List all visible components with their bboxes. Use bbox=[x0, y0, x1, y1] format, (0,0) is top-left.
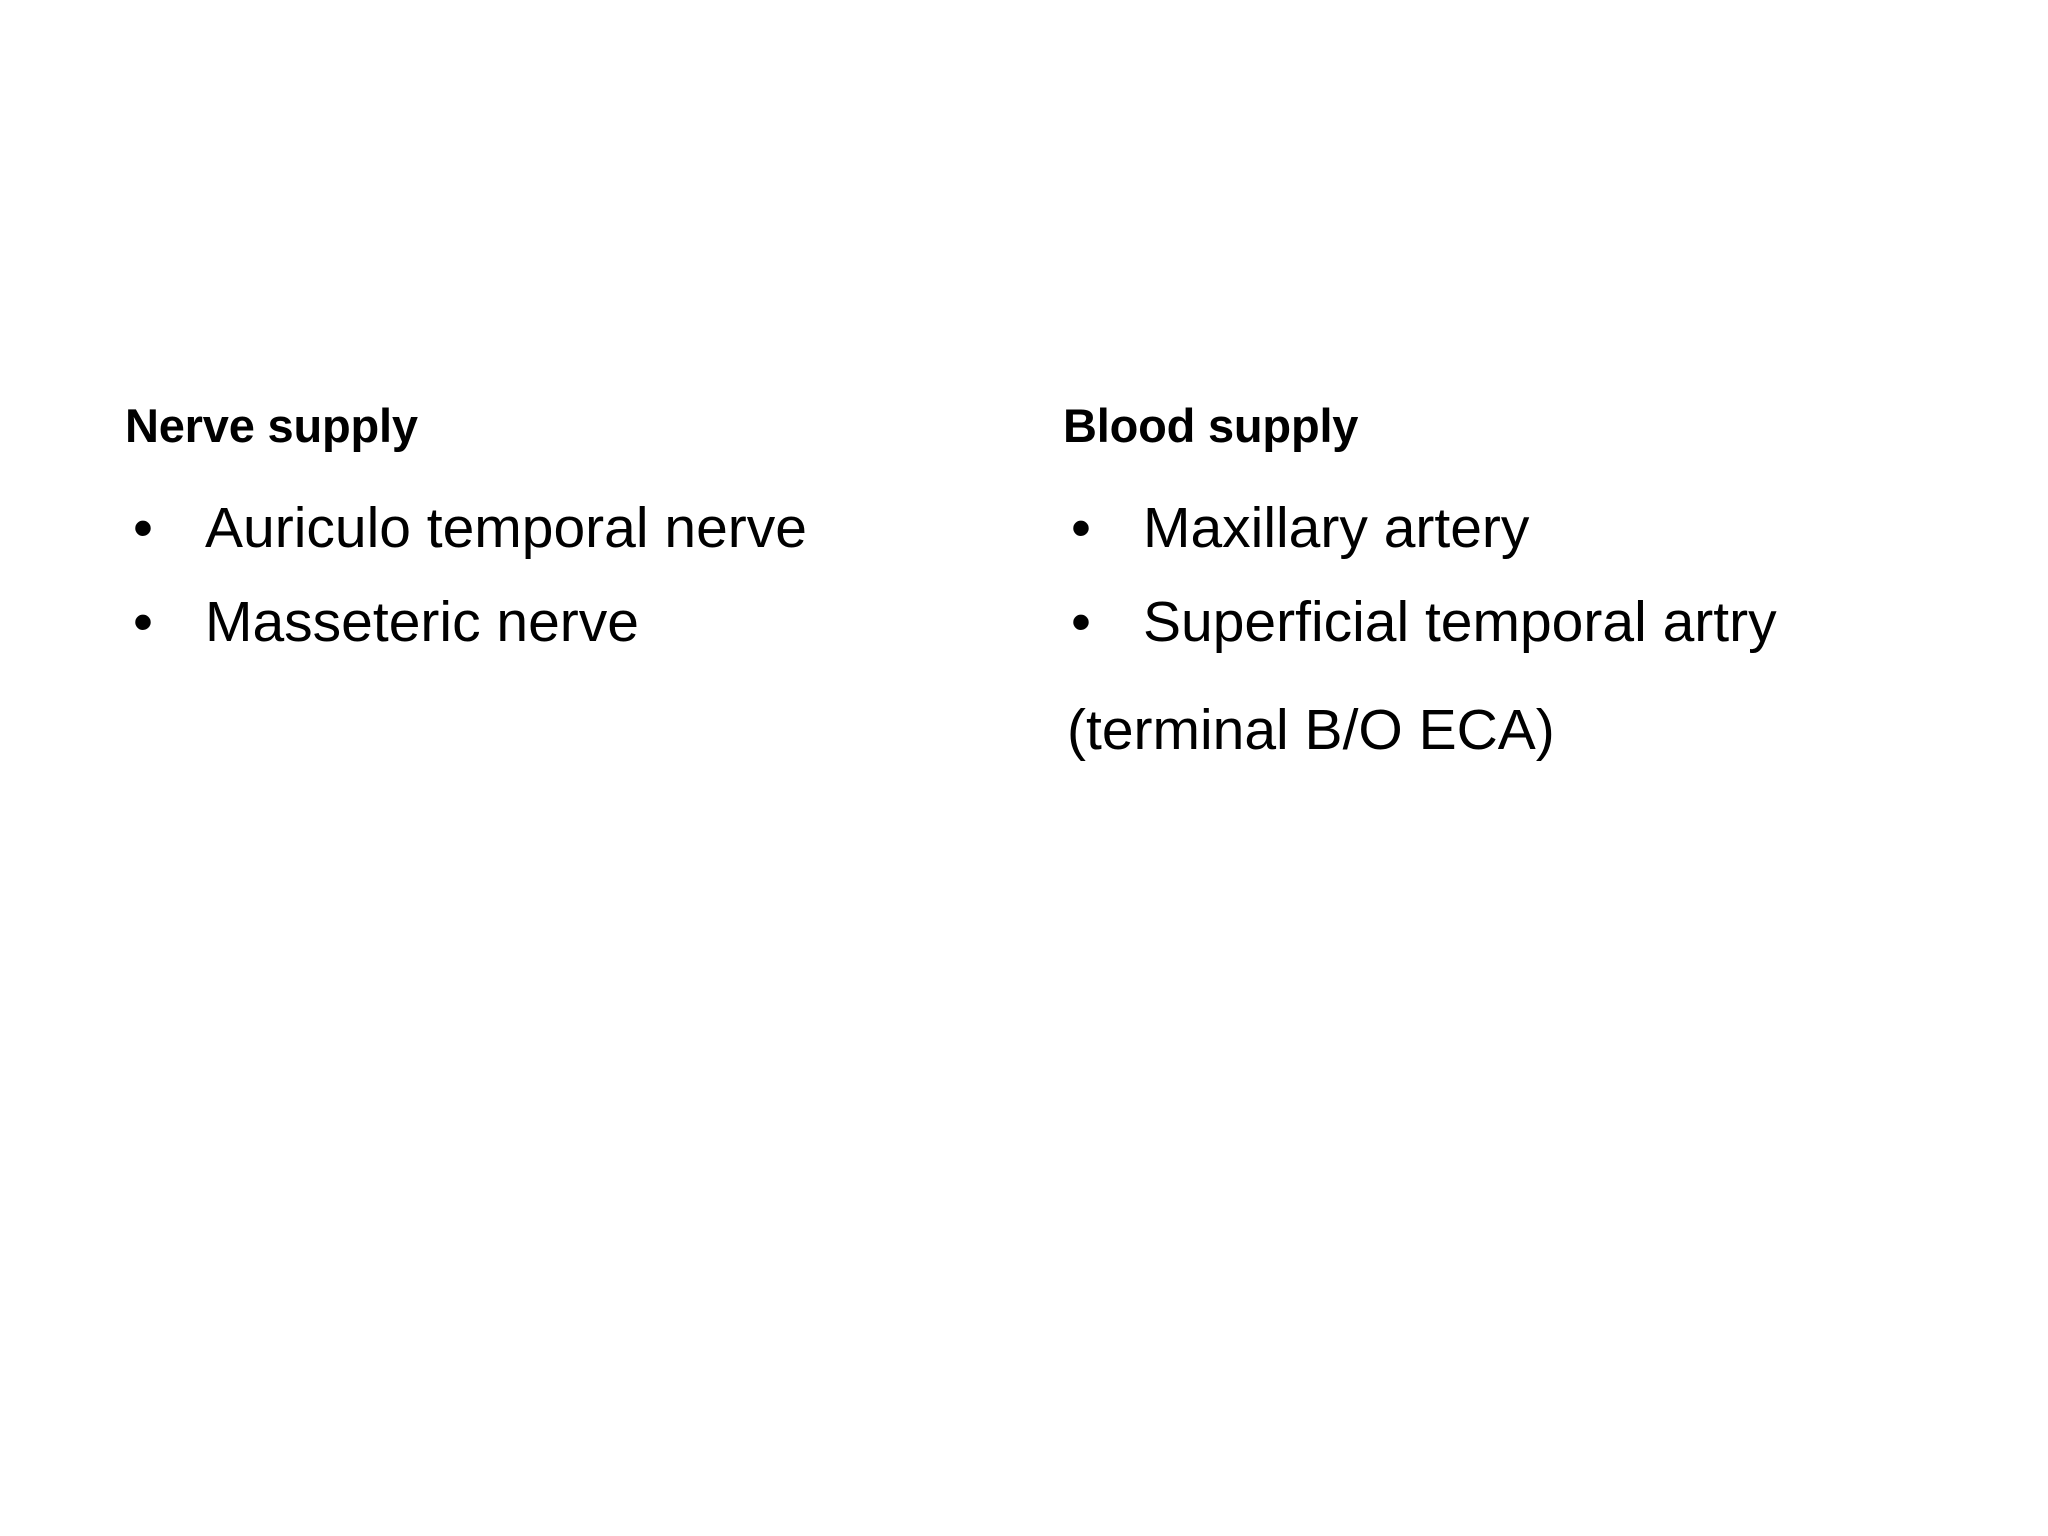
bullet-list-blood-supply: • Maxillary artery • Superficial tempora… bbox=[1063, 491, 1803, 662]
column-blood-supply: Blood supply • Maxillary artery • Superf… bbox=[1063, 399, 1803, 769]
blood-supply-note: (terminal B/O ECA) bbox=[1067, 698, 1555, 763]
list-item: • Maxillary artery bbox=[1063, 491, 1803, 567]
bullet-point-icon: • bbox=[1071, 495, 1091, 560]
column-nerve-supply: Nerve supply • Auriculo temporal nerve •… bbox=[125, 399, 1005, 680]
bullet-list-nerve-supply: • Auriculo temporal nerve • Masseteric n… bbox=[125, 491, 1005, 662]
bullet-point-icon: • bbox=[133, 495, 153, 560]
list-item-label: Masseteric nerve bbox=[205, 590, 639, 655]
list-item: • Masseteric nerve bbox=[125, 585, 1005, 661]
list-item-label: Superficial temporal artry bbox=[1143, 590, 1777, 655]
list-item: • Superficial temporal artry bbox=[1063, 585, 1803, 661]
bullet-point-icon: • bbox=[133, 590, 153, 655]
list-item-label: Maxillary artery bbox=[1143, 495, 1530, 560]
list-item: • Auriculo temporal nerve bbox=[125, 491, 1005, 567]
heading-blood-supply: Blood supply bbox=[1063, 399, 1359, 452]
bullet-point-icon: • bbox=[1071, 590, 1091, 655]
list-item-label: Auriculo temporal nerve bbox=[205, 495, 807, 560]
heading-nerve-supply: Nerve supply bbox=[125, 399, 418, 452]
